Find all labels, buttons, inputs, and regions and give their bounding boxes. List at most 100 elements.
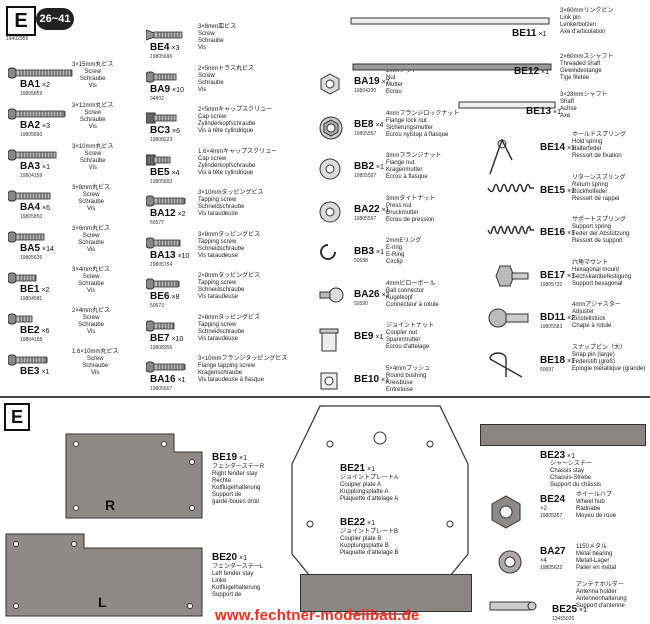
part-id: BE5×4 <box>150 166 180 178</box>
part-code: 19805890 <box>20 132 43 138</box>
step-range-badge: 26~41 <box>36 8 74 30</box>
section-letter: E <box>6 6 36 36</box>
part-code: 19805636 <box>20 255 43 261</box>
be20-mark: L <box>98 594 107 610</box>
be19-plate <box>65 433 203 519</box>
part-id: BE12×1 <box>514 66 549 77</box>
nut-icon <box>318 72 342 101</box>
part-code: 19804581 <box>20 296 43 302</box>
spring-icon <box>486 179 536 202</box>
nut-icon <box>318 157 342 186</box>
part-code: 19805850 <box>20 214 43 220</box>
part-code: 94802 <box>150 95 164 102</box>
part-code: 50588 <box>354 258 368 264</box>
part-code: 19808956 <box>150 344 173 351</box>
part-code: 19804158 <box>20 337 43 343</box>
screw-icon <box>145 153 174 171</box>
part-id: BE2×6 <box>20 325 50 336</box>
screw-icon <box>145 111 180 129</box>
antenna-holder-icon <box>489 601 537 611</box>
part-code: 19804159 <box>20 173 43 179</box>
part-id: BA13×10 <box>150 249 190 261</box>
screw-icon <box>145 236 184 254</box>
screw-icon <box>7 271 40 289</box>
part-id: BA5×14 <box>20 243 54 254</box>
part-id: BA19×7 <box>354 76 390 87</box>
part-code: 50590 <box>354 300 368 307</box>
part-code: 19805754 <box>150 261 173 268</box>
part-code: 19805732 <box>540 281 563 288</box>
part-code: 19805597 <box>354 173 377 179</box>
part-code: 19805583 <box>540 324 563 330</box>
nut-icon <box>318 285 346 310</box>
part-id: BB3×1 <box>354 246 384 257</box>
part-id: BA9×10 <box>150 83 184 95</box>
part-code: 19805696 <box>150 54 173 60</box>
part-id: BA12×2 <box>150 208 186 219</box>
screw-icon <box>7 148 60 166</box>
part-id: BE1×2 <box>20 284 50 295</box>
watermark-link[interactable]: www.fechtner-modellbau.de <box>215 607 420 624</box>
part-id: BE13×1 <box>526 106 561 117</box>
be23-id: BE23×1 <box>540 450 575 461</box>
spring-icon <box>486 221 536 244</box>
part-id: BE14×1 <box>540 142 575 153</box>
part-id: BE4×3 <box>150 42 180 53</box>
part-id: BB2×1 <box>354 161 384 172</box>
part-id: BA1×2 <box>20 79 50 90</box>
nut-icon <box>318 200 342 229</box>
screw-icon <box>7 312 36 330</box>
be20-id: BE20×1 <box>212 552 247 563</box>
be22-id: BE22×1 <box>340 517 375 528</box>
part-description: スナップピン（大）Snap pin (large)Federstift (gro… <box>572 344 646 372</box>
bearing-icon <box>498 550 522 574</box>
part-code: 19805667 <box>150 386 173 392</box>
shaft-icon <box>458 96 558 114</box>
screw-icon <box>145 360 188 378</box>
part-id: BE6×8 <box>150 291 180 302</box>
coupler-plate-outline <box>291 405 469 615</box>
nut-icon <box>318 242 338 267</box>
part-code: 50697 <box>540 366 554 373</box>
nut-icon <box>318 370 340 397</box>
part-id: BA2×3 <box>20 120 50 131</box>
screw-icon <box>7 107 68 125</box>
part-id: BE9×1 <box>354 331 384 342</box>
screw-icon <box>7 353 50 371</box>
be19-mark: R <box>105 497 116 513</box>
part-id: BE8×4 <box>354 118 384 130</box>
part-id: BA22×1 <box>354 203 390 215</box>
be25-id: BE25×1 <box>552 604 587 615</box>
part-id: BC3×6 <box>150 125 180 136</box>
